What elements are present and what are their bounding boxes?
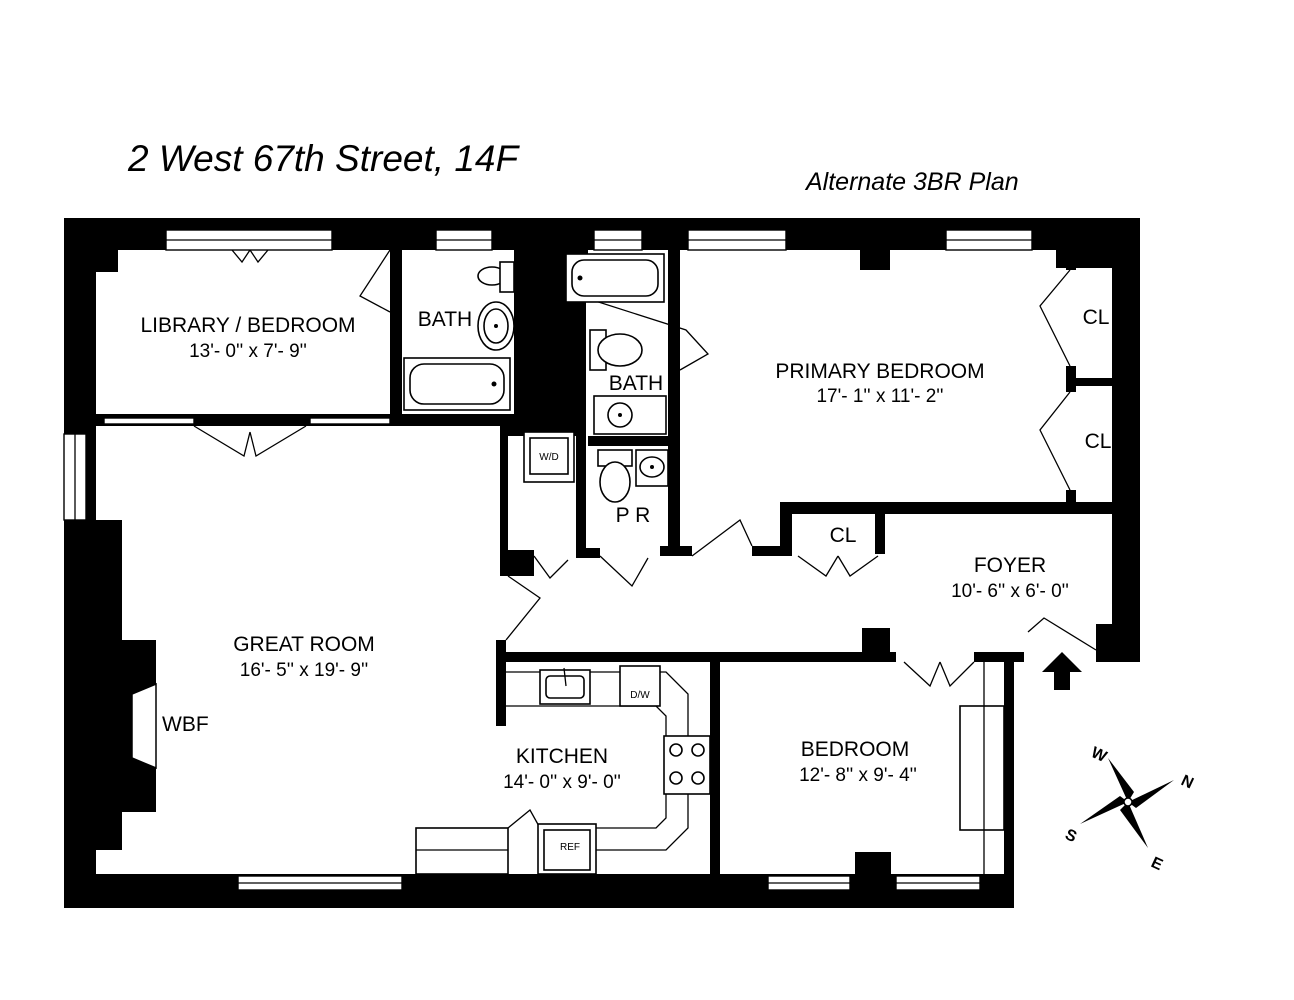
fireplace-label: WBF	[162, 713, 209, 736]
exterior-walls	[64, 218, 1140, 908]
closet-1-name: CL	[1083, 306, 1110, 329]
compass-rose-icon: N S E W	[1062, 744, 1196, 874]
compass-north: N	[1178, 772, 1196, 792]
doors	[193, 249, 1097, 688]
foyer-dims: 10'- 6'' x 6'- 0''	[951, 581, 1069, 602]
compass-east: E	[1148, 854, 1165, 874]
primary-bedroom-name: PRIMARY BEDROOM	[775, 360, 984, 383]
refrigerator-label: REF	[560, 842, 580, 853]
great-room-dims: 16'- 5'' x 19'- 9''	[240, 660, 368, 681]
closet-3-name: CL	[830, 524, 857, 547]
room-labels: LIBRARY / BEDROOM 13'- 0'' x 7'- 9'' BAT…	[140, 306, 1111, 793]
kitchen-fixtures: D/W REF	[415, 665, 711, 875]
dishwasher-label: D/W	[630, 690, 650, 701]
compass-west: W	[1088, 744, 1110, 766]
fireplace-icon	[122, 640, 157, 812]
plan-title: 2 West 67th Street, 14F	[128, 138, 519, 179]
library-name: LIBRARY / BEDROOM	[140, 314, 355, 337]
powder-room-fixtures	[597, 449, 669, 503]
bath-1-name: BATH	[418, 308, 472, 331]
powder-room-name: P R	[616, 504, 651, 527]
kitchen-name: KITCHEN	[516, 745, 608, 768]
closet-2-name: CL	[1085, 430, 1112, 453]
bath-1-fixtures	[403, 261, 515, 411]
kitchen-dims: 14'- 0'' x 9'- 0''	[503, 772, 621, 793]
laundry-closet: W/D	[523, 431, 575, 483]
bath-2-fixtures	[565, 253, 667, 435]
entry-arrow-icon	[1042, 652, 1082, 690]
great-room-name: GREAT ROOM	[233, 633, 375, 656]
windows	[63, 229, 1033, 891]
washer-dryer-label: W/D	[539, 452, 558, 463]
bedroom-name: BEDROOM	[801, 738, 910, 761]
bedroom-dims: 12'- 8'' x 9'- 4''	[799, 765, 917, 786]
library-dims: 13'- 0'' x 7'- 9''	[189, 341, 307, 362]
bath-2-name: BATH	[609, 372, 663, 395]
plan-subtitle: Alternate 3BR Plan	[806, 168, 1019, 196]
foyer-name: FOYER	[974, 554, 1046, 577]
compass-south: S	[1062, 826, 1079, 846]
bedroom-closet	[959, 662, 1005, 874]
primary-bedroom-dims: 17'- 1'' x 11'- 2''	[816, 386, 943, 407]
